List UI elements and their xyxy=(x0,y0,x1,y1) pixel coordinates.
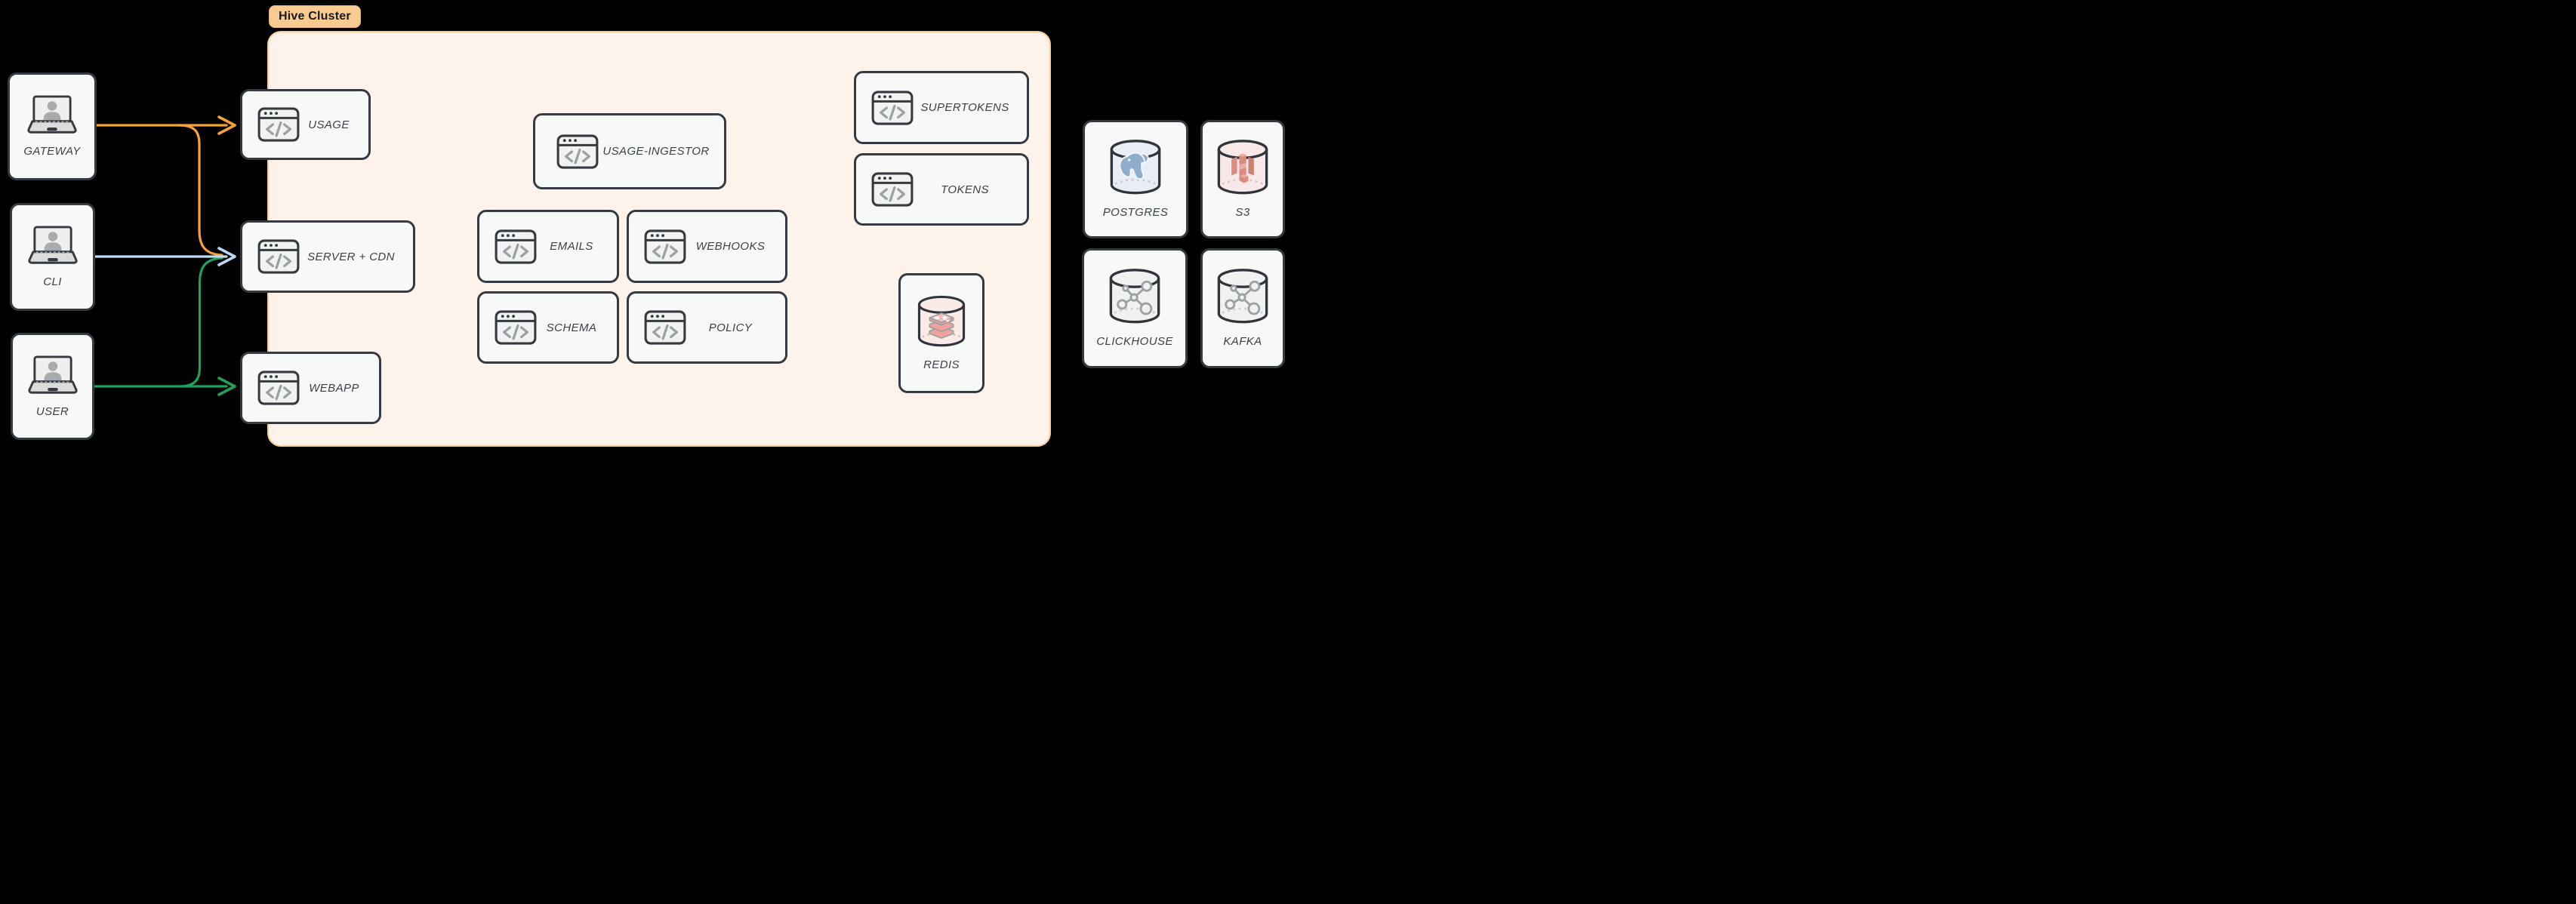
node-label: USAGE-INGESTOR xyxy=(602,145,710,158)
node-policy: POLICY xyxy=(627,291,787,364)
diagram-canvas: Hive Cluster GATEWAY xyxy=(0,0,1288,452)
node-server-cdn: SERVER + CDN xyxy=(240,220,415,293)
arrowhead-server xyxy=(217,247,236,266)
molecule-cylinder-icon xyxy=(1216,269,1270,329)
node-label: TOKENS xyxy=(941,183,989,196)
node-tokens: TOKENS xyxy=(854,153,1029,226)
laptop-user-icon xyxy=(24,355,82,398)
node-label: SCHEMA xyxy=(546,321,597,334)
hive-cluster-badge: Hive Cluster xyxy=(269,5,361,28)
node-webapp: WEBAPP xyxy=(240,352,381,424)
node-clickhouse: CLICKHOUSE xyxy=(1082,248,1188,368)
node-usage-ingestor: USAGE-INGESTOR xyxy=(533,113,726,189)
molecule-cylinder-icon xyxy=(1108,269,1162,329)
node-redis: REDIS xyxy=(898,273,984,393)
postgres-cylinder-icon xyxy=(1108,140,1163,200)
arrow-gateway-server xyxy=(178,124,223,257)
node-label: POLICY xyxy=(708,321,753,334)
hive-cluster-badge-label: Hive Cluster xyxy=(279,10,351,23)
laptop-user-icon xyxy=(23,95,81,137)
s3-cylinder-icon xyxy=(1216,140,1270,200)
node-gateway: GATEWAY xyxy=(8,72,97,180)
node-schema: SCHEMA xyxy=(477,291,619,364)
node-label: KAFKA xyxy=(1223,335,1262,348)
node-webhooks: WEBHOOKS xyxy=(627,210,787,283)
redis-cylinder-icon xyxy=(917,295,966,352)
node-label: WEBAPP xyxy=(309,381,359,395)
node-postgres: POSTGRES xyxy=(1083,120,1188,238)
code-window-icon xyxy=(495,310,537,345)
code-window-icon xyxy=(644,229,686,264)
node-label: EMAILS xyxy=(550,240,593,253)
node-label: SERVER + CDN xyxy=(307,250,395,263)
node-user: USER xyxy=(11,333,94,440)
node-label: CLI xyxy=(43,275,62,288)
node-label: REDIS xyxy=(923,358,960,371)
node-label: USAGE xyxy=(308,118,350,131)
node-label: S3 xyxy=(1235,206,1250,219)
node-label: CLICKHOUSE xyxy=(1096,335,1173,348)
arrowhead-webapp xyxy=(217,377,236,396)
code-window-icon xyxy=(495,229,537,264)
node-label: WEBHOOKS xyxy=(695,240,766,253)
node-emails: EMAILS xyxy=(477,210,619,283)
node-label: USER xyxy=(35,404,69,418)
node-cli: CLI xyxy=(10,203,95,311)
arrowhead-usage xyxy=(217,115,236,135)
code-window-icon xyxy=(556,134,599,169)
node-s3: S3 xyxy=(1200,120,1285,238)
code-window-icon xyxy=(644,310,686,345)
code-window-icon xyxy=(871,172,914,207)
connection-arrows xyxy=(93,115,236,396)
node-kafka: KAFKA xyxy=(1200,248,1285,368)
node-supertokens: SUPERTOKENS xyxy=(854,71,1029,144)
code-window-icon xyxy=(257,107,300,142)
code-window-icon xyxy=(871,90,914,125)
node-label: POSTGRES xyxy=(1102,206,1169,219)
node-usage: USAGE xyxy=(240,89,371,160)
node-label: SUPERTOKENS xyxy=(920,101,1009,114)
node-label: GATEWAY xyxy=(23,145,81,158)
laptop-user-icon xyxy=(24,226,82,268)
code-window-icon xyxy=(257,239,300,274)
arrow-user-server xyxy=(178,257,223,388)
code-window-icon xyxy=(257,371,300,405)
